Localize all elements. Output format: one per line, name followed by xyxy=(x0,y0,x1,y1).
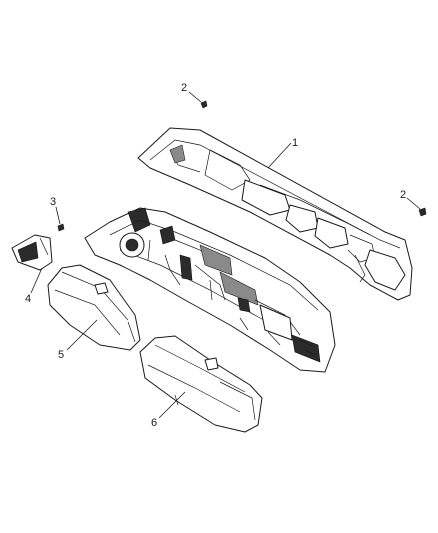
callout-2-top: 2 xyxy=(181,82,187,94)
leader-4 xyxy=(30,267,43,294)
leader-6 xyxy=(158,391,186,419)
leader-2-right xyxy=(406,197,421,210)
leader-1 xyxy=(267,142,292,169)
leader-2-top xyxy=(188,91,202,103)
leader-lines xyxy=(30,91,421,419)
leader-5 xyxy=(66,319,98,351)
callout-3: 3 xyxy=(50,196,56,208)
callout-2-right: 2 xyxy=(400,189,406,201)
callout-labels: 1 2 2 3 4 5 6 xyxy=(25,82,406,429)
part-5-left-lower-bin xyxy=(47,264,141,351)
part-6-right-lower-bin xyxy=(139,335,263,433)
part-2-screw-right xyxy=(418,207,427,217)
callout-4: 4 xyxy=(25,293,31,305)
part-1-upper-trim-panel xyxy=(137,127,413,301)
leader-3 xyxy=(55,206,61,225)
callout-6: 6 xyxy=(151,417,157,429)
part-3-clip xyxy=(57,223,65,232)
callout-1: 1 xyxy=(292,137,298,149)
callout-5: 5 xyxy=(58,349,64,361)
part-2-screw-top xyxy=(200,100,208,109)
instrument-panel-body xyxy=(84,207,336,373)
part-4-air-duct xyxy=(11,234,53,271)
